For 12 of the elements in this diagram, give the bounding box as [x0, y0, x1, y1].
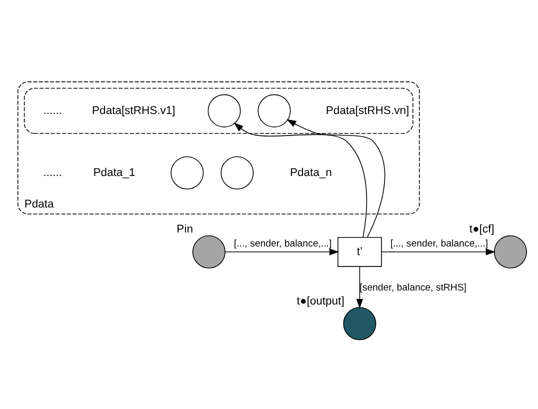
node-label: t●[output] [296, 294, 344, 307]
label: ...... [43, 104, 62, 116]
edge-label: [sender, balance, stRHS] [360, 282, 467, 293]
node-label: t●[cf] [469, 223, 494, 236]
node-label: Pin [176, 223, 193, 236]
label: ...... [43, 166, 62, 178]
node-label: Pdata_1 [93, 166, 136, 178]
node-label: Pdata[stRHS.v1] [92, 104, 176, 116]
node-label: Pdata_n [290, 166, 332, 178]
edge-label: [..., sender, balance,...] [234, 238, 332, 250]
node-label: Pdata[stRHS.vn] [326, 104, 410, 116]
edge-label: [..., sender, balance,...] [390, 238, 488, 250]
